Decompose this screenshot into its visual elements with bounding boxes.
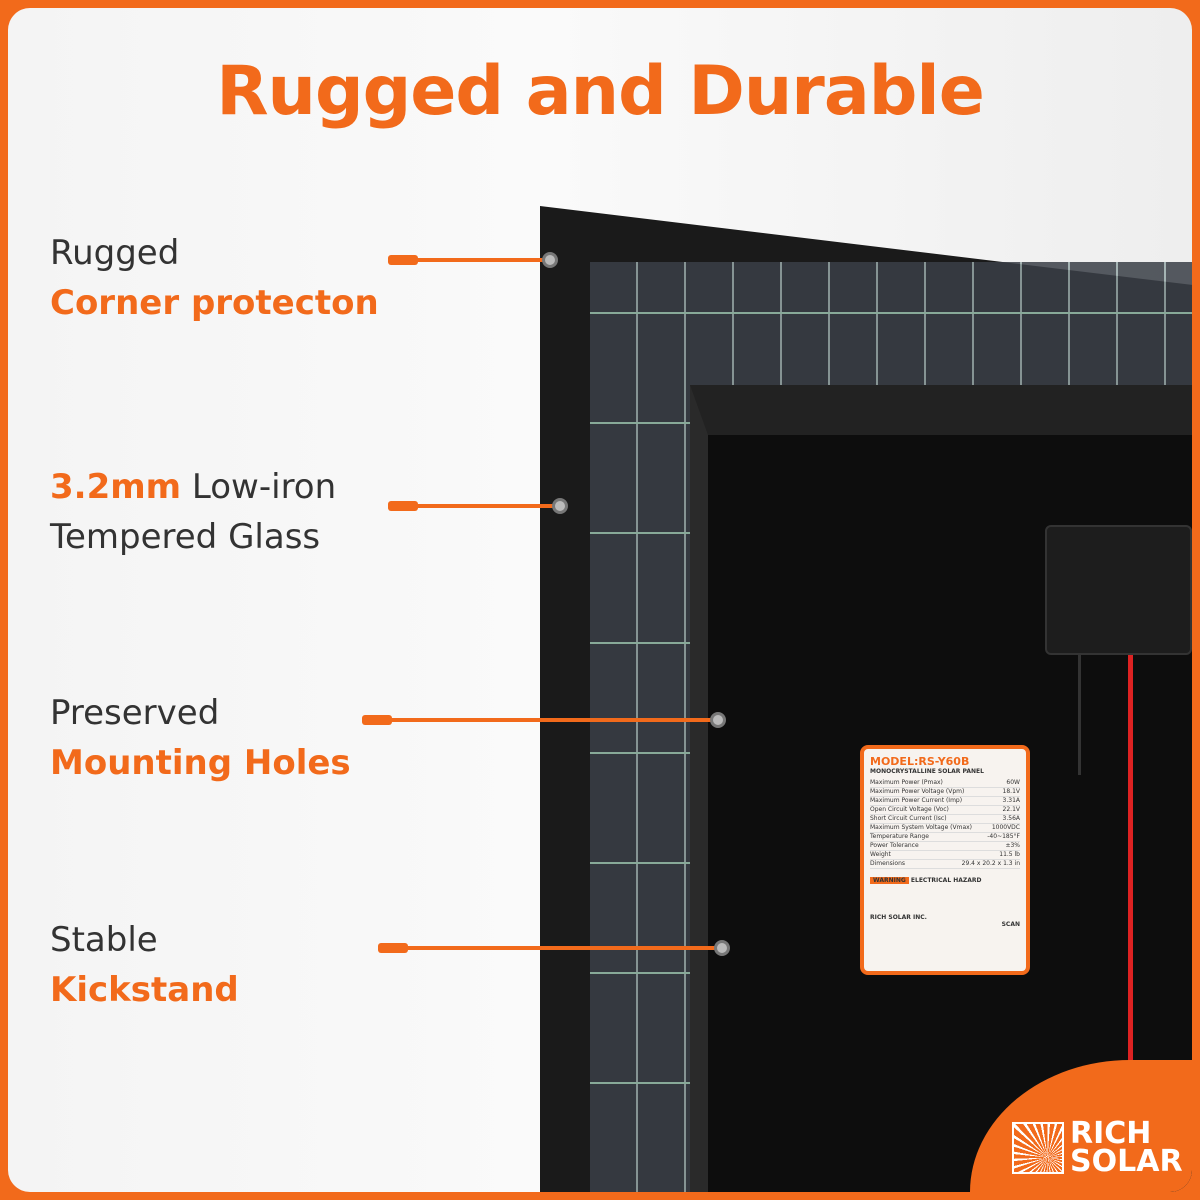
feature-line2: Corner protecton (50, 283, 379, 323)
spec-label: MODEL:RS-Y60B MONOCRYSTALLINE SOLAR PANE… (860, 745, 1030, 975)
spec-name: Maximum Power Voltage (Vpm) (870, 788, 965, 795)
spec-name: Maximum System Voltage (Vmax) (870, 824, 973, 831)
junction-box (1045, 525, 1192, 655)
spec-row: Maximum Power Voltage (Vpm) 18.1V (870, 788, 1020, 797)
spec-row: Maximum Power Current (Imp) 3.31A (870, 797, 1020, 806)
feature-line2: Kickstand (50, 970, 239, 1010)
callout-line (362, 715, 712, 725)
spec-row: Dimensions 29.4 x 20.2 x 1.3 in (870, 860, 1020, 869)
spec-row: Open Circuit Voltage (Voc) 22.1V (870, 806, 1020, 815)
spec-value: 11.5 lb (999, 851, 1020, 858)
spec-name: Dimensions (870, 860, 906, 867)
spec-value: -40~185°F (987, 833, 1020, 840)
spec-row: Short Circuit Current (Isc) 3.56A (870, 815, 1020, 824)
spec-value: 60W (1006, 779, 1020, 786)
label-warning: WARNING (870, 877, 909, 884)
callout-line (388, 501, 554, 511)
spec-name: Short Circuit Current (Isc) (870, 815, 947, 822)
spec-row: Maximum System Voltage (Vmax) 1000VDC (870, 824, 1020, 833)
spec-value: 1000VDC (991, 824, 1020, 831)
callout-dot (542, 252, 558, 268)
sun-icon (1012, 1122, 1064, 1174)
label-company: RICH SOLAR INC. (870, 914, 927, 921)
spec-row: Maximum Power (Pmax) 60W (870, 779, 1020, 788)
spec-value: 29.4 x 20.2 x 1.3 in (961, 860, 1020, 867)
callout-dot (552, 498, 568, 514)
spec-row: Temperature Range -40~185°F (870, 833, 1020, 842)
spec-name: Maximum Power Current (Imp) (870, 797, 963, 804)
callout-line (378, 943, 716, 953)
label-scan: SCAN (1001, 921, 1020, 928)
feature-line1: Stable (50, 920, 158, 960)
feature-line1: Preserved (50, 693, 220, 733)
label-subtitle: MONOCRYSTALLINE SOLAR PANEL (870, 768, 984, 775)
callout-dot (710, 712, 726, 728)
black-cable (1078, 655, 1081, 775)
callout-line (388, 255, 544, 265)
spec-row: Weight 11.5 lb (870, 851, 1020, 860)
spec-value: 22.1V (1002, 806, 1020, 813)
product-image: MODEL:RS-Y60B MONOCRYSTALLINE SOLAR PANE… (8, 8, 1192, 1192)
spec-name: Open Circuit Voltage (Voc) (870, 806, 949, 813)
spec-name: Maximum Power (Pmax) (870, 779, 943, 786)
feature-line1: Rugged (50, 233, 180, 273)
callout-dot (714, 940, 730, 956)
spec-name: Temperature Range (870, 833, 929, 840)
logo-line2: SOLAR (1070, 1144, 1183, 1179)
spec-value: 3.56A (1002, 815, 1020, 822)
spec-name: Weight (870, 851, 891, 858)
spec-row: Power Tolerance ±3% (870, 842, 1020, 851)
feature-line1: Low-iron (181, 467, 337, 507)
spec-name: Power Tolerance (870, 842, 919, 849)
logo-line1: RICH (1070, 1116, 1152, 1151)
label-model: MODEL:RS-Y60B (870, 755, 970, 768)
feature-line2: Mounting Holes (50, 743, 351, 783)
red-cable (1128, 655, 1133, 1085)
spec-value: ±3% (1005, 842, 1020, 849)
page-title: Rugged and Durable (216, 52, 985, 131)
feature-line2: Tempered Glass (50, 517, 321, 557)
spec-value: 3.31A (1002, 797, 1020, 804)
label-hazard: ELECTRICAL HAZARD (910, 877, 982, 884)
feature-highlight: 3.2mm (50, 467, 182, 507)
spec-value: 18.1V (1002, 788, 1020, 795)
